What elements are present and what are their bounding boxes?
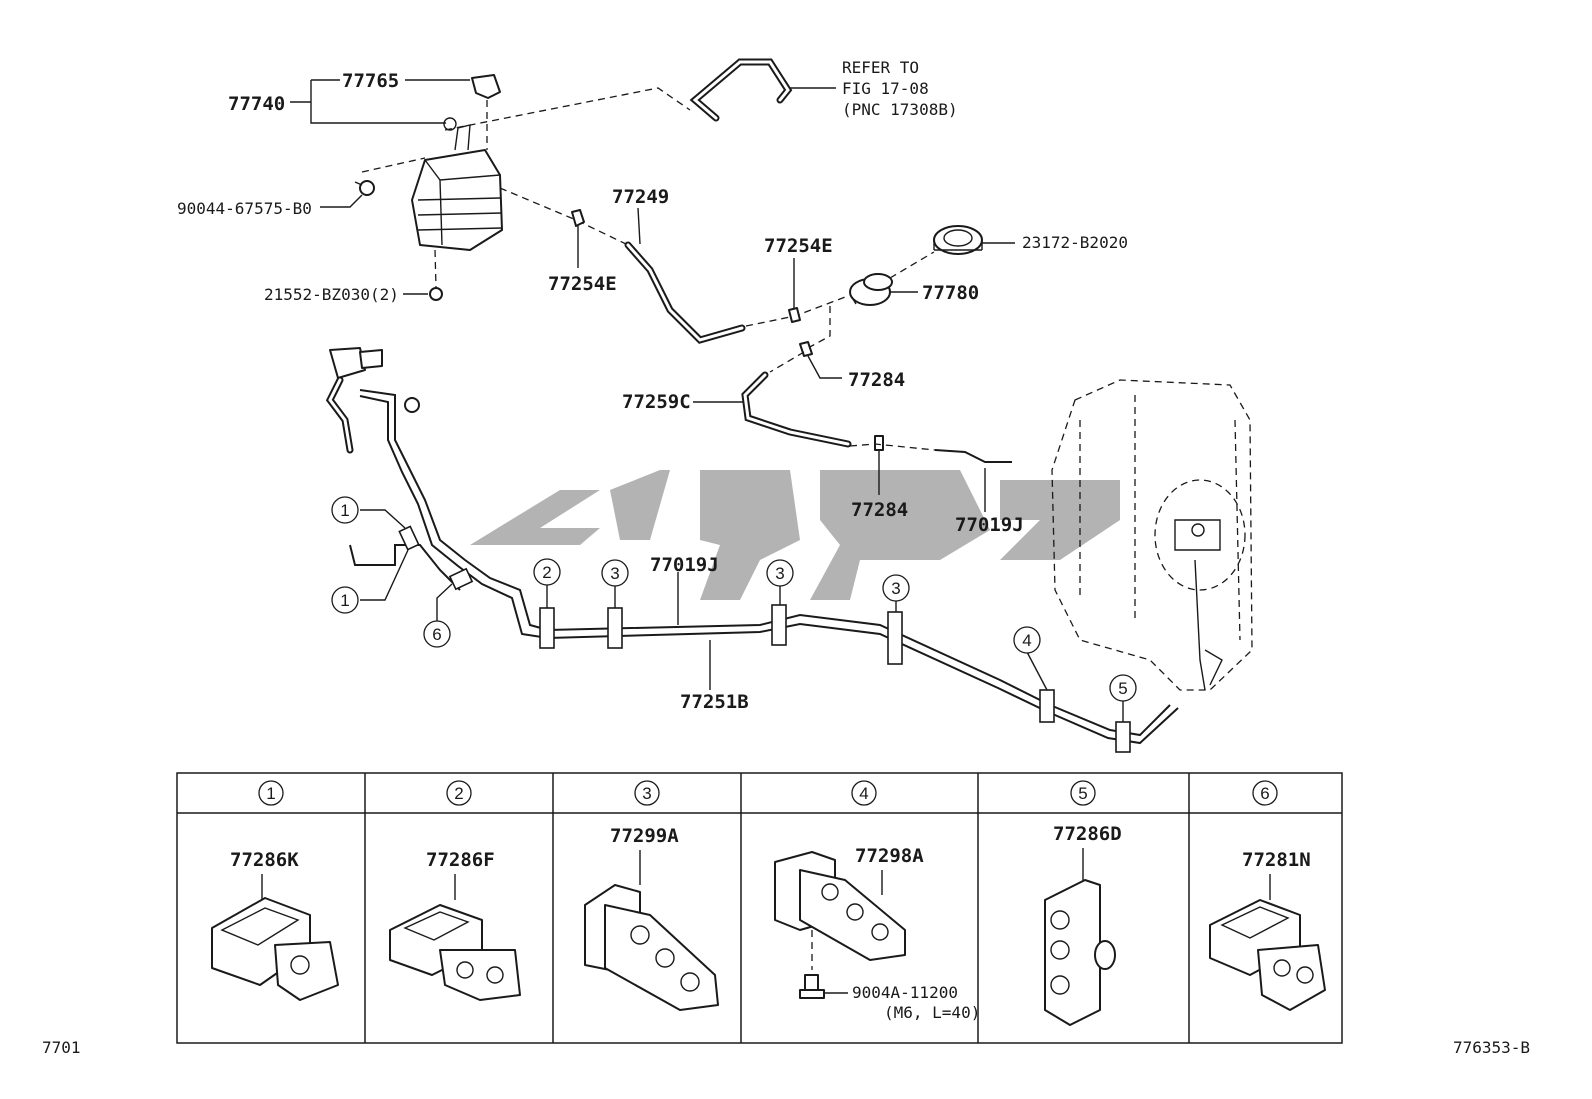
label-23172: 23172-B2020 (1022, 233, 1128, 252)
label-77019j-left: 77019J (650, 554, 719, 576)
clamp-77254e-left (571, 209, 585, 227)
table-header-2: 2 (454, 784, 463, 803)
dash-valve-down (807, 306, 831, 349)
label-77284-lower: 77284 (851, 499, 908, 521)
label-77765: 77765 (342, 70, 399, 92)
table-header-circle-6 (1252, 780, 1278, 806)
dash-bolt (361, 157, 426, 173)
breather-assembly (325, 347, 420, 454)
label-77780: 77780 (922, 282, 979, 304)
refer-line-2: FIG 17-08 (842, 79, 929, 98)
table-header-circle-5 (1070, 780, 1096, 806)
fuel-tank (1051, 379, 1253, 691)
table-cell-77286k: 77286K (230, 849, 299, 871)
clip-77286d (1044, 879, 1116, 1026)
callout-circle-3c (882, 574, 910, 602)
callout-1b: 1 (340, 591, 349, 610)
table-cell-77298a: 77298A (855, 845, 924, 867)
clamp-77284-lower (874, 435, 884, 451)
callout-circle-6 (423, 620, 451, 648)
valve-77780 (849, 273, 893, 306)
table-cell-77286f: 77286F (426, 849, 495, 871)
table-header-circle-1 (258, 780, 284, 806)
clamp-77254e-right (788, 307, 801, 323)
leader-77284-upper (807, 355, 842, 379)
bolt-90044 (354, 180, 375, 196)
clip-table (176, 772, 1343, 1044)
label-77254e-right: 77254E (764, 235, 833, 257)
callout-2: 2 (542, 563, 551, 582)
clip-77286f (389, 904, 521, 1001)
callout-circle-2 (533, 558, 561, 586)
leader-90044 (320, 194, 363, 208)
label-77251b: 77251B (680, 691, 749, 713)
refer-line-1: REFER TO (842, 58, 919, 77)
callout-circle-3b (766, 559, 794, 587)
table-header-circle-3 (634, 780, 660, 806)
label-90044: 90044-67575-B0 (177, 199, 312, 218)
clip-77299a (584, 884, 719, 1011)
dash-clamp-to-pipe (849, 443, 936, 451)
footer-left-code: 7701 (42, 1038, 81, 1057)
callout-leaders (360, 509, 1124, 722)
table-bolt-spec: (M6, L=40) (884, 1003, 980, 1022)
table-cell-77299a: 77299A (610, 825, 679, 847)
callout-3b: 3 (775, 564, 784, 583)
table-header-3: 3 (642, 784, 651, 803)
bracket-line-77740 (310, 102, 446, 124)
watermark-logo (470, 470, 1120, 600)
dash-nut (434, 249, 437, 288)
callout-circle-1b (331, 586, 359, 614)
callout-6: 6 (432, 625, 441, 644)
callout-circle-3a (601, 559, 629, 587)
label-77019j-right: 77019J (955, 514, 1024, 536)
fuel-cap-23172 (933, 225, 983, 255)
footer-right-code: 776353-B (1453, 1038, 1530, 1057)
callout-3a: 3 (610, 564, 619, 583)
nut-21552 (429, 287, 443, 301)
callout-circle-1a (331, 496, 359, 524)
label-21552: 21552-BZ030(2) (264, 285, 399, 304)
pipe-77019j-upper (934, 449, 1012, 463)
leader-77249 (637, 207, 641, 245)
label-77284-upper: 77284 (848, 369, 905, 391)
label-77254e-left: 77254E (548, 273, 617, 295)
table-header-circle-4 (851, 780, 877, 806)
refer-line-3: (PNC 17308B) (842, 100, 958, 119)
label-77249: 77249 (612, 186, 669, 208)
table-header-circle-2 (446, 780, 472, 806)
dash-valve-to-cap (889, 251, 935, 279)
label-77259c: 77259C (622, 391, 691, 413)
label-77740: 77740 (228, 93, 285, 115)
hose-77259c (741, 371, 852, 448)
table-header-1: 1 (266, 784, 275, 803)
charcoal-canister (411, 74, 503, 251)
dash-to-refer (444, 87, 691, 131)
clip-77286k (211, 897, 339, 1001)
callout-1a: 1 (340, 501, 349, 520)
hose-77249 (624, 241, 746, 344)
callout-5: 5 (1118, 679, 1127, 698)
table-cell-77281n: 77281N (1242, 849, 1311, 871)
dash-clamp-to-hose (769, 351, 805, 373)
clip-77281n (1209, 899, 1326, 1011)
leader-77740 (290, 80, 312, 103)
table-header-6: 6 (1260, 784, 1269, 803)
callout-circle-4 (1013, 626, 1041, 654)
clip-77298a (774, 851, 906, 999)
table-header-4: 4 (859, 784, 868, 803)
callout-3c: 3 (891, 579, 900, 598)
table-cell-77286d: 77286D (1053, 823, 1122, 845)
refer-hose (689, 58, 793, 122)
table-bolt-part: 9004A-11200 (852, 983, 958, 1002)
table-header-5: 5 (1078, 784, 1087, 803)
callout-4: 4 (1022, 631, 1031, 650)
callout-circle-5 (1109, 674, 1137, 702)
dash-canister-to-hose (499, 187, 629, 246)
